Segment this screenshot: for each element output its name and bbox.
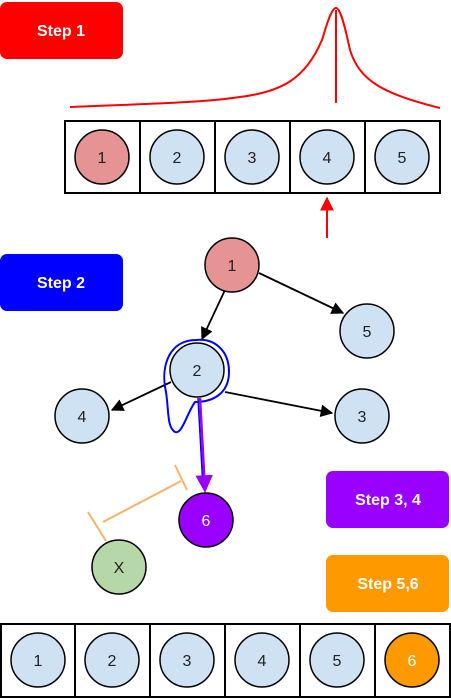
top-cell-label: 4	[323, 150, 332, 167]
edge-1-5	[258, 272, 345, 314]
top-cell-node	[74, 129, 130, 185]
bottom-cell-label: 4	[258, 653, 267, 670]
step-1-box	[0, 2, 123, 59]
bottom-cell-node	[10, 632, 66, 688]
top-cell-node	[149, 129, 205, 185]
edge-2-4	[110, 381, 172, 411]
inhibit-bar-top	[174, 464, 188, 491]
step-5-6-text: Step 5,6	[357, 576, 418, 593]
step-3-4-text: Step 3, 4	[355, 492, 421, 509]
graph-edges	[110, 272, 345, 417]
top-cell-node	[299, 129, 355, 185]
inhibit-line	[102, 480, 182, 523]
bottom-cell-label: 3	[183, 653, 192, 670]
bottom-cell-node	[234, 632, 290, 688]
inhibit-bar-bottom	[87, 511, 107, 542]
bottom-array: 1 2 3 4 5 6	[0, 623, 451, 698]
graph-node-6-label: 6	[202, 513, 211, 530]
graph-node-2	[169, 342, 225, 398]
graph-node-1	[204, 237, 260, 293]
attention-curve	[69, 6, 441, 109]
top-cell-label: 5	[398, 150, 407, 167]
step-3-4-label: Step 3, 4	[326, 471, 449, 528]
edge-2-3	[224, 391, 334, 417]
expand-arrow	[195, 397, 213, 493]
top-cell-node	[224, 129, 280, 185]
step-2-text: Step 2	[37, 275, 85, 292]
graph-node-4-label: 4	[78, 409, 87, 426]
graph-node-x-label: X	[114, 560, 125, 577]
step-1-text: Step 1	[37, 23, 85, 40]
inhibition-connector	[87, 464, 188, 542]
selection-lasso	[163, 338, 231, 434]
graph-node-6	[178, 492, 234, 548]
bottom-cell-label: 1	[34, 653, 43, 670]
top-cell-node	[374, 129, 430, 185]
step-5-6-label: Step 5,6	[326, 555, 449, 612]
bottom-cell-node	[384, 632, 440, 688]
bottom-cell-node	[84, 632, 140, 688]
graph-node-2-label: 2	[193, 363, 202, 380]
step-1-label: Step 1	[0, 2, 123, 59]
graph-node-1-label: 1	[228, 258, 237, 275]
graph-node-3-label: 3	[358, 409, 367, 426]
bottom-cell-label: 6	[408, 653, 417, 670]
graph-node-3	[334, 388, 390, 444]
bottom-cell-label: 2	[108, 653, 117, 670]
graph-node-4	[54, 388, 110, 444]
graph-node-5	[339, 303, 395, 359]
step-2-box	[0, 254, 123, 311]
graph-node-5-label: 5	[363, 324, 372, 341]
graph-nodes: 1 5 2 4 3 6 X	[54, 237, 395, 595]
top-cell-label: 2	[173, 150, 182, 167]
edge-1-2	[201, 289, 226, 341]
top-cell-label: 3	[248, 150, 257, 167]
step-2-label: Step 2	[0, 254, 123, 311]
step-3-4-box	[326, 471, 449, 528]
top-cell-label: 1	[98, 150, 107, 167]
top-array: 1 2 3 4 5	[64, 120, 441, 194]
bottom-cell-label: 5	[333, 653, 342, 670]
bottom-cell-node	[309, 632, 365, 688]
bottom-cell-node	[159, 632, 215, 688]
graph-node-x	[91, 539, 147, 595]
lasso-arrow	[197, 397, 208, 489]
step-5-6-box	[326, 555, 449, 612]
